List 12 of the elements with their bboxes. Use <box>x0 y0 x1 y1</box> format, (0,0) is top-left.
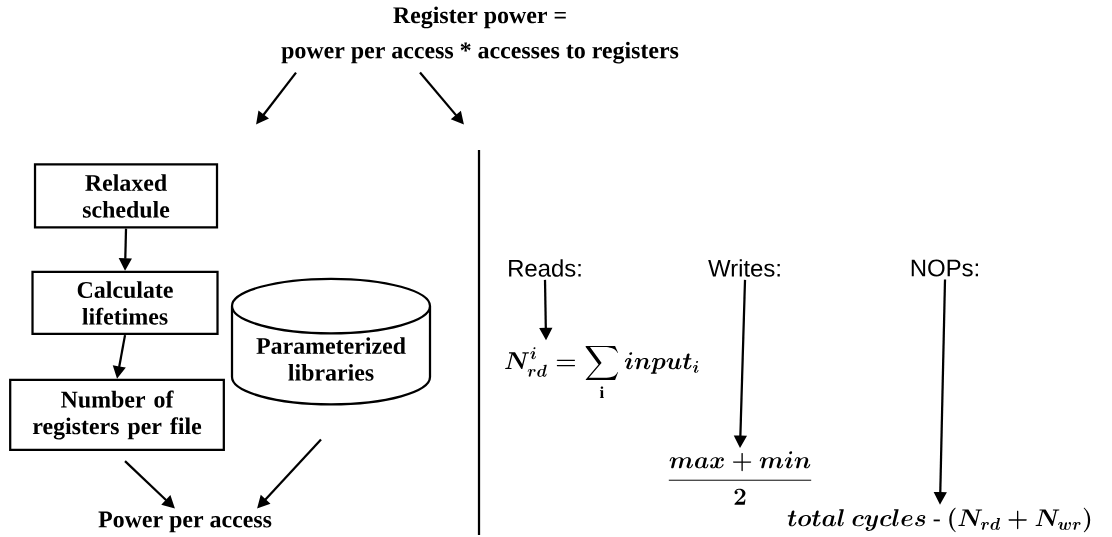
formula: $total\ cycles\ \text{-}\ (N_{rd} + N_{wr})$ <box>787 507 1091 533</box>
column-heading: Reads: <box>509 259 581 277</box>
formula: $N^{i}_{rd} = \sum_{\mathrm{i}} input_{i}$ <box>505 345 699 399</box>
column-heading: NOPs: <box>911 259 978 277</box>
title-text: Register power = power per access * accesses to registers <box>281 6 679 64</box>
formula: $\frac{max + min}{2}$ <box>668 451 812 505</box>
database-cylinder: Parameterized libraries <box>230 277 432 406</box>
process-box: Number of registers per file <box>9 378 225 452</box>
column-heading: Writes: <box>708 259 780 277</box>
process-box: Relaxed schedule <box>33 163 219 229</box>
process-box: Calculate lifetimes <box>31 270 219 336</box>
result-text: Power per access <box>98 511 272 533</box>
